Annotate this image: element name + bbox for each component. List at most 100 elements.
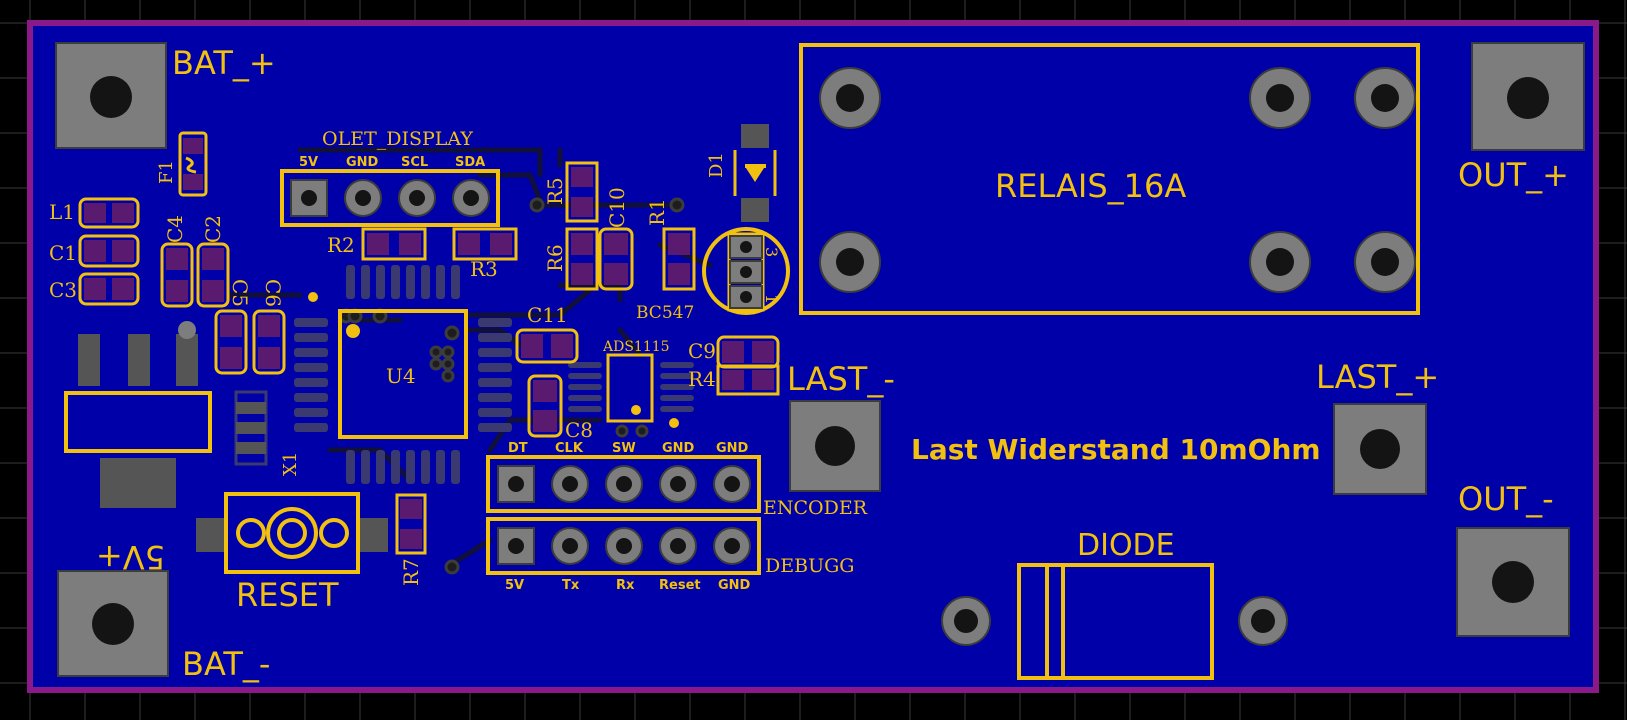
olet-display-pin-label: GND	[346, 155, 379, 170]
voltage-regulator-footprint	[64, 321, 212, 508]
ic-pin	[478, 348, 512, 357]
encoder-pin-label: SW	[612, 441, 636, 456]
reset-label: RESET	[236, 576, 339, 614]
ic-pin	[660, 362, 694, 368]
last-minus-terminal[interactable]	[789, 400, 881, 492]
encoder-pin-label: DT	[508, 441, 528, 456]
ic-pin	[294, 318, 328, 327]
last-minus-label: LAST_-	[787, 360, 895, 398]
transistor-bc547-footprint	[702, 227, 790, 315]
f1-label: F1	[156, 160, 177, 184]
out-plus-label: OUT_+	[1458, 156, 1569, 194]
ic-pin	[406, 265, 415, 299]
transistor-pin1-label: 1	[762, 294, 781, 304]
r4-label: R4	[688, 367, 716, 391]
u4-label: U4	[386, 364, 416, 388]
r6-label: R6	[543, 244, 567, 272]
olet-display-header[interactable]	[280, 169, 500, 227]
fuse-f1-footprint	[178, 131, 208, 197]
smd-passives-vertical	[160, 161, 696, 555]
c1-label: C1	[49, 241, 77, 265]
d1-label: D1	[706, 152, 727, 178]
ic-pin	[660, 373, 694, 379]
ic-pin	[346, 265, 355, 299]
bat-minus-terminal[interactable]	[57, 570, 169, 677]
c6-label: C6	[261, 279, 285, 307]
debugg-pin-label: 5V	[505, 578, 524, 593]
bat-plus-label: BAT_+	[172, 44, 276, 82]
r5-label: R5	[543, 177, 567, 205]
ic-pin	[478, 393, 512, 402]
ic-pin	[568, 395, 602, 401]
ic-pin	[294, 333, 328, 342]
ic-pin	[294, 393, 328, 402]
debugg-title: DEBUGG	[765, 555, 854, 577]
c9-label: C9	[688, 339, 716, 363]
bat-plus-terminal[interactable]	[55, 42, 167, 149]
ic-pin	[436, 450, 445, 484]
board-substrate	[27, 20, 1599, 693]
ic-pin	[568, 406, 602, 412]
ic-pin	[478, 318, 512, 327]
ic-pin	[451, 450, 460, 484]
ic-pin	[451, 265, 460, 299]
r3-label: R3	[470, 257, 498, 281]
ic-pin	[478, 333, 512, 342]
ads1115-label: ADS1115	[602, 339, 670, 355]
encoder-title: ENCODER	[763, 497, 868, 519]
ic-pin	[294, 423, 328, 432]
relay-footprint[interactable]	[799, 43, 1420, 315]
copper-traces	[227, 147, 713, 568]
encoder-pin-label: GND	[716, 441, 749, 456]
c4-label: C4	[163, 215, 187, 243]
ic-pin	[478, 408, 512, 417]
debugg-pin-label: Rx	[616, 578, 635, 593]
debugg-header[interactable]	[486, 517, 761, 575]
last-resistor-label: Last Widerstand 10mOhm	[911, 433, 1321, 466]
ic-pin	[346, 450, 355, 484]
x1-label: X1	[280, 452, 301, 476]
ic-pin	[376, 450, 385, 484]
r2-label: R2	[327, 233, 355, 257]
ic-pin	[361, 265, 370, 299]
olet-display-pin-label: 5V	[299, 155, 318, 170]
diode-footprint[interactable]	[941, 563, 1288, 680]
ic-pin	[294, 363, 328, 372]
transistor-pin3-label: 3	[762, 247, 781, 257]
last-plus-label: LAST_+	[1316, 358, 1439, 396]
olet-display-title: OLET_DISPLAY	[322, 128, 473, 150]
ic-pin	[294, 408, 328, 417]
ic-pin	[478, 423, 512, 432]
debugg-pin-label: GND	[718, 578, 751, 593]
five-volt-label: 5V+	[96, 538, 165, 576]
mcu-u4-footprint	[294, 265, 512, 484]
olet-display-pin-label: SCL	[401, 155, 428, 170]
out-minus-terminal[interactable]	[1456, 527, 1570, 637]
ic-pin	[391, 265, 400, 299]
ic-pin	[568, 373, 602, 379]
ic-pin	[568, 362, 602, 368]
smd-passives	[78, 197, 780, 396]
encoder-pin-label: CLK	[555, 441, 584, 456]
ic-pin	[406, 450, 415, 484]
out-plus-terminal[interactable]	[1471, 42, 1585, 151]
olet-display-pin-label: SDA	[455, 155, 485, 170]
ic-pin	[391, 450, 400, 484]
ic-pin	[568, 384, 602, 390]
diode-label: DIODE	[1077, 528, 1175, 563]
c3-label: C3	[49, 278, 77, 302]
ic-pin	[478, 363, 512, 372]
reset-switch-footprint[interactable]	[196, 492, 388, 574]
ic-pin	[478, 378, 512, 387]
ic-pin	[660, 384, 694, 390]
r1-label: R1	[645, 198, 669, 226]
ic-pin	[660, 395, 694, 401]
debugg-pin-label: Tx	[562, 578, 580, 593]
diode-d1-footprint	[733, 124, 777, 222]
relay-label: RELAIS_16A	[995, 167, 1186, 205]
bc547-label: BC547	[636, 303, 694, 323]
last-plus-terminal[interactable]	[1333, 403, 1427, 495]
encoder-header[interactable]	[486, 455, 761, 513]
bat-minus-label: BAT_-	[182, 645, 270, 683]
